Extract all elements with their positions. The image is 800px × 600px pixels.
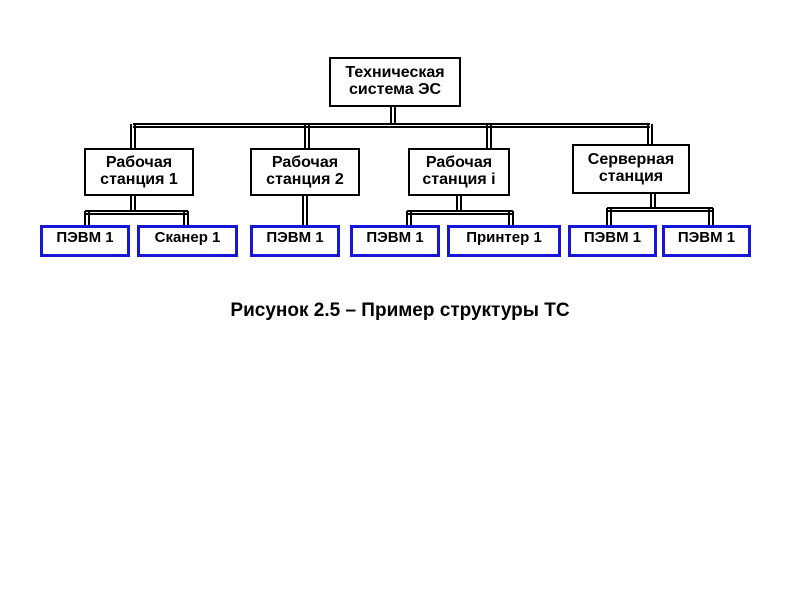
station-node-workstation-1: Рабочая станция 1 xyxy=(84,148,194,196)
device-node-pc-station-2: ПЭВМ 1 xyxy=(250,225,340,257)
device-node-pc-station-1: ПЭВМ 1 xyxy=(40,225,130,257)
device-node-pc-station-i: ПЭВМ 1 xyxy=(350,225,440,257)
device-node-pc-server-2: ПЭВМ 1 xyxy=(662,225,751,257)
device-node-scanner-station-1: Сканер 1 xyxy=(137,225,238,257)
figure-caption: Рисунок 2.5 – Пример структуры ТС xyxy=(230,300,570,321)
root-node-technical-system: Техническая система ЭС xyxy=(329,57,461,107)
station-node-workstation-2: Рабочая станция 2 xyxy=(250,148,360,196)
device-node-pc-server-1: ПЭВМ 1 xyxy=(568,225,657,257)
device-node-printer-station-i: Принтер 1 xyxy=(447,225,561,257)
station-node-workstation-i: Рабочая станция i xyxy=(408,148,510,196)
station-node-server: Серверная станция xyxy=(572,144,690,194)
